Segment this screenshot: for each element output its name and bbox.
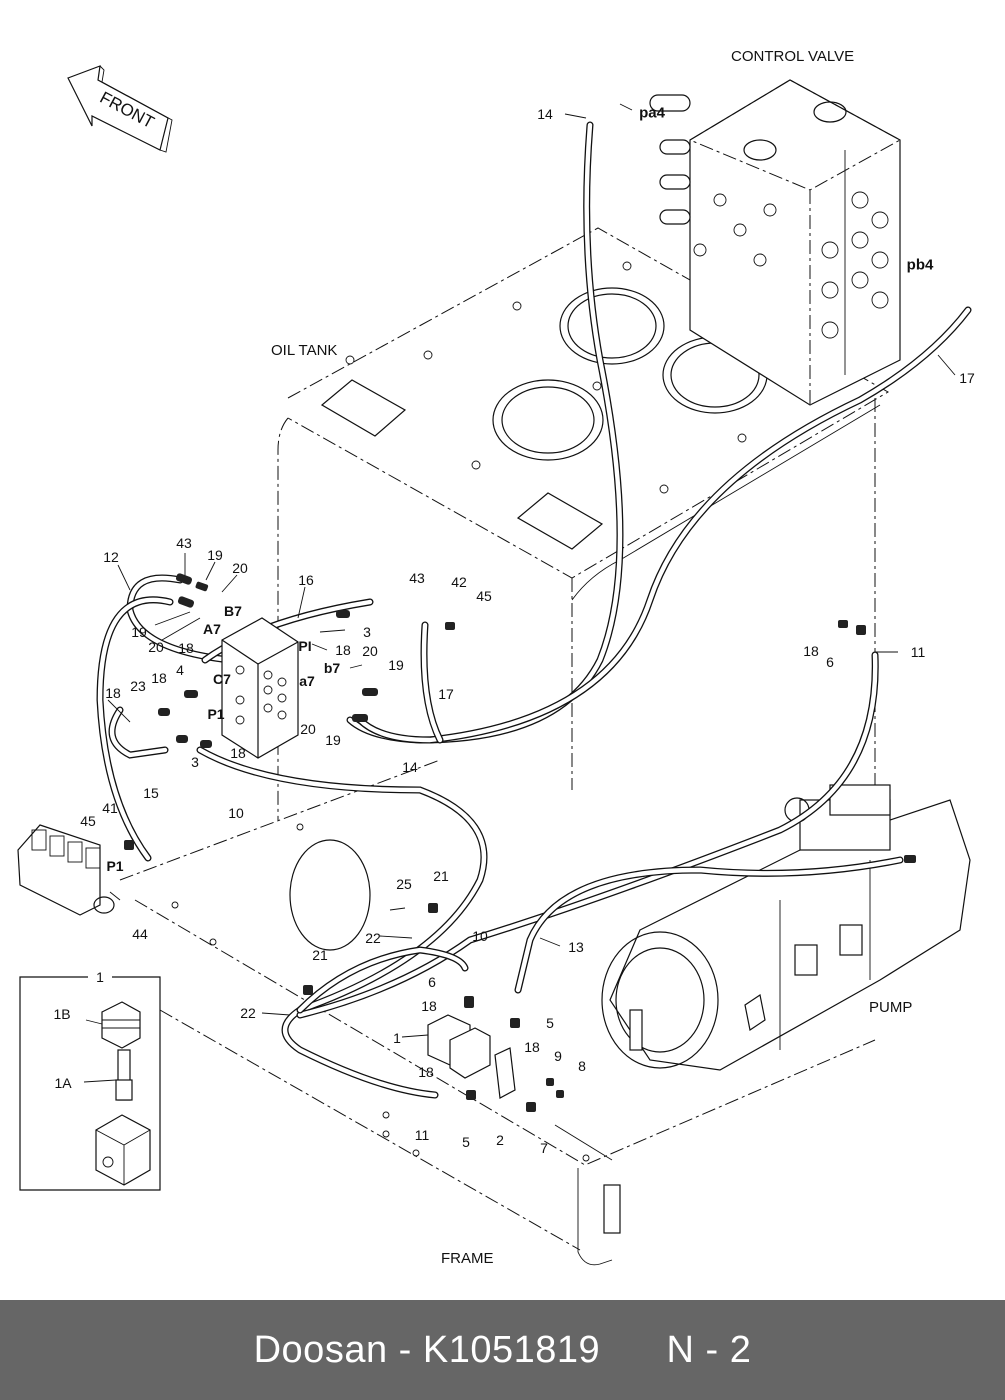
callout-20: 20 (300, 721, 316, 737)
control-valve-label: CONTROL VALVE (731, 48, 855, 65)
callout-20: 20 (232, 560, 248, 576)
footer-bar: Doosan - K1051819 N - 2 (0, 1300, 1005, 1400)
callout-42: 42 (451, 574, 467, 590)
port-C7: C7 (213, 671, 231, 687)
callout-17: 17 (438, 686, 454, 702)
callout-20: 20 (362, 643, 378, 659)
callout-18: 18 (178, 640, 194, 656)
callout-21: 21 (312, 947, 328, 963)
callout-43: 43 (409, 570, 425, 586)
callout-14: 14 (537, 106, 553, 122)
port-pb4: pb4 (906, 256, 934, 274)
callout-18: 18 (524, 1039, 540, 1055)
footer-part-number: K1051819 (422, 1328, 601, 1371)
callout-9: 9 (554, 1048, 562, 1064)
oil-tank-label: OIL TANK (271, 342, 338, 359)
pump-label: PUMP (869, 999, 913, 1016)
callout-3: 3 (363, 624, 371, 640)
port-PI: PI (298, 638, 312, 654)
solenoid-valve (427, 1014, 516, 1099)
callout-6: 6 (428, 974, 436, 990)
callout-16: 16 (298, 572, 314, 588)
callout-3: 3 (191, 754, 199, 770)
callout-18: 18 (418, 1064, 434, 1080)
port-A7: A7 (203, 621, 221, 637)
frame (119, 759, 876, 1266)
port-P1-block: P1 (207, 706, 225, 722)
callout-12: 12 (103, 549, 119, 565)
control-valve (649, 79, 902, 406)
callout-6: 6 (826, 654, 834, 670)
callout-18: 18 (335, 642, 351, 658)
pilot-valve (17, 824, 115, 916)
frame-label: FRAME (441, 1250, 494, 1267)
callout-18: 18 (105, 685, 121, 701)
leader-lines (83, 103, 956, 1083)
callout-14: 14 (402, 759, 418, 775)
callout-25: 25 (396, 876, 412, 892)
port-b7: b7 (323, 660, 341, 676)
callout-11: 11 (414, 1127, 430, 1143)
callout-21: 21 (433, 868, 449, 884)
callout-41: 41 (102, 800, 118, 816)
callout-5: 5 (462, 1134, 470, 1150)
callout-20: 20 (148, 639, 164, 655)
callout-19: 19 (131, 624, 147, 640)
callout-18: 18 (151, 670, 167, 686)
inset-label-1B: 1B (53, 1006, 71, 1022)
callout-19: 19 (207, 547, 223, 563)
front-arrow-icon (67, 65, 173, 153)
callout-45: 45 (80, 813, 96, 829)
callout-22: 22 (365, 930, 381, 946)
inset-title: 1 (96, 969, 104, 985)
footer-gap (600, 1329, 666, 1372)
inset-box (19, 976, 161, 1191)
callout-22: 22 (240, 1005, 256, 1021)
port-pa4: pa4 (639, 104, 665, 122)
callout-18: 18 (421, 998, 437, 1014)
port-B7: B7 (224, 603, 242, 619)
callout-10: 10 (472, 928, 488, 944)
callout-13: 13 (568, 939, 584, 955)
footer-brand: Doosan (253, 1328, 388, 1371)
callout-43: 43 (176, 535, 192, 551)
callout-8: 8 (578, 1058, 586, 1074)
callout-45: 45 (476, 588, 492, 604)
callout-15: 15 (143, 785, 159, 801)
callout-11: 11 (910, 644, 926, 660)
callout-19: 19 (388, 657, 404, 673)
callout-7: 7 (540, 1140, 548, 1156)
callout-18: 18 (230, 745, 246, 761)
port-a7: a7 (299, 673, 315, 689)
callout-19: 19 (325, 732, 341, 748)
footer-page-ref: N - 2 (666, 1328, 752, 1371)
callout-4: 4 (176, 662, 184, 678)
inset-label-1A: 1A (54, 1075, 72, 1091)
callout-10: 10 (228, 805, 244, 821)
diagram-drawing (17, 65, 972, 1266)
parts-diagram: CONTROL VALVE OIL TANK PUMP FRAME FRONT … (17, 48, 975, 1267)
fittings (124, 573, 916, 1112)
junction-block (221, 617, 299, 759)
callout-18: 18 (803, 643, 819, 659)
callout-23: 23 (130, 678, 146, 694)
callout-1: 1 (393, 1030, 401, 1046)
pump (601, 784, 971, 1071)
port-P1-valve: P1 (106, 858, 124, 874)
callout-2: 2 (496, 1132, 504, 1148)
footer-separator: - (387, 1328, 423, 1371)
callout-44: 44 (132, 926, 148, 942)
hoses (96, 121, 972, 1099)
callout-17: 17 (959, 370, 975, 386)
callout-5: 5 (546, 1015, 554, 1031)
